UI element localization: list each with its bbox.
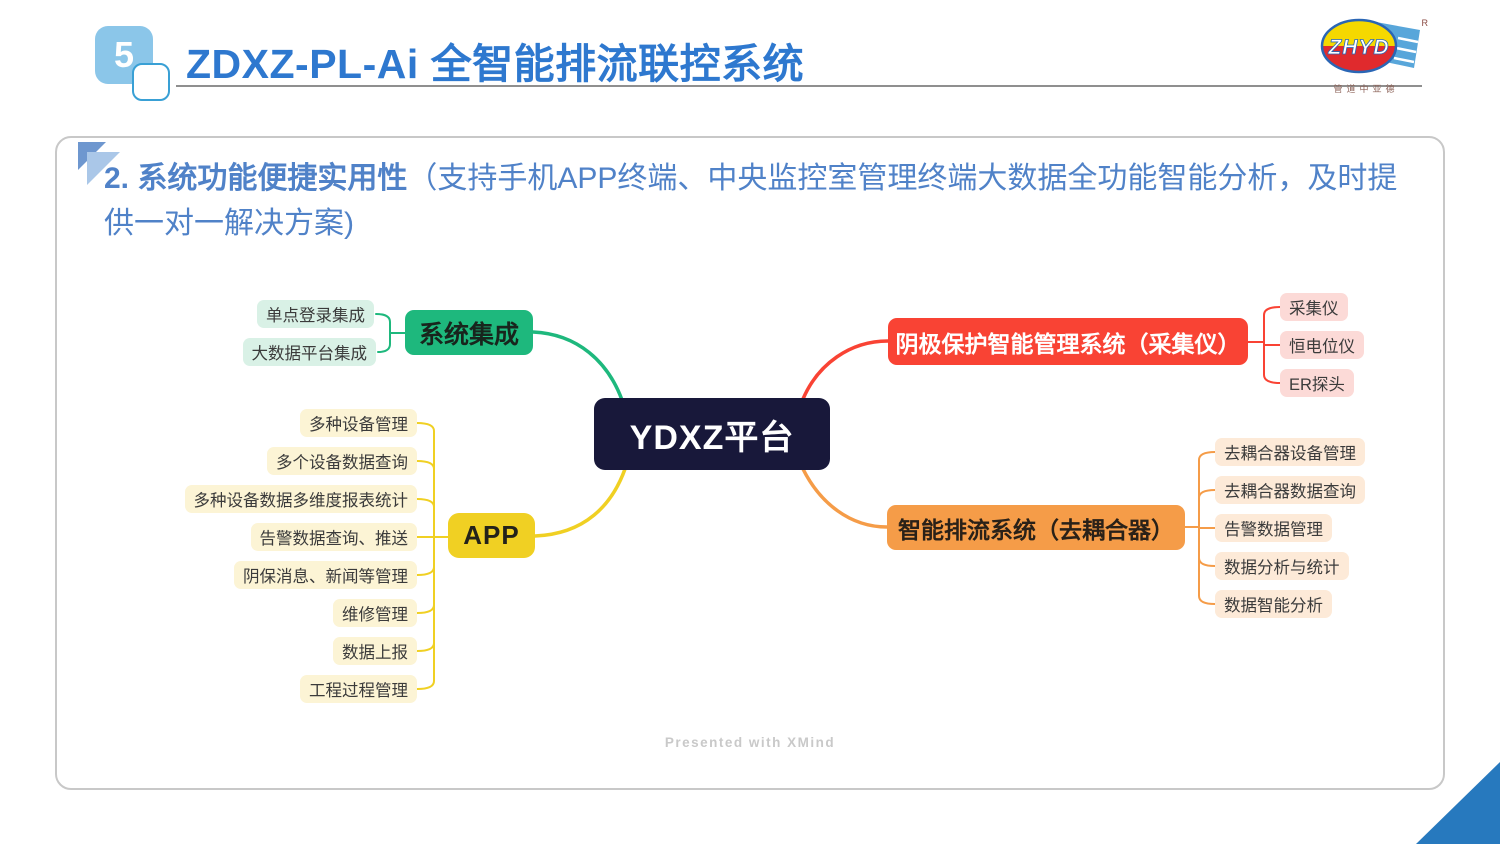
leaf-node: 去耦合器数据查询: [1215, 476, 1365, 504]
header-divider: [176, 85, 1422, 87]
mindmap-center-node: YDXZ平台: [594, 398, 830, 470]
logo-subtext: 管道中亚德: [1333, 84, 1399, 94]
leaf-node: 大数据平台集成: [242, 338, 376, 366]
decor-square: [132, 63, 170, 101]
leaf-node: ER探头: [1280, 369, 1354, 397]
leaf-node: 单点登录集成: [257, 300, 374, 328]
leaf-node: 告警数据管理: [1215, 514, 1332, 542]
leaf-node: 多个设备数据查询: [267, 447, 417, 475]
slide-number-badge: 5: [95, 26, 153, 84]
branch-system-integration: 系统集成: [405, 310, 533, 355]
xmind-watermark: Presented with XMind: [664, 735, 836, 750]
section-heading-rest: （支持手机APP终端、中央监控室管理终端大数据全功能智能分析，及时提供一对一解决…: [104, 162, 1398, 240]
leaf-node: 数据分析与统计: [1215, 552, 1349, 580]
svg-text:R: R: [1422, 18, 1429, 28]
branch-smart-drainage: 智能排流系统（去耦合器）: [887, 505, 1185, 550]
page-title: ZDXZ-PL-Ai 全智能排流联控系统: [186, 41, 805, 87]
section-heading: 2. 系统功能便捷实用性（支持手机APP终端、中央监控室管理终端大数据全功能智能…: [104, 156, 1404, 246]
leaf-node: 维修管理: [333, 599, 417, 627]
leaf-node: 恒电位仪: [1280, 331, 1364, 359]
leaf-node: 多种设备数据多维度报表统计: [184, 485, 417, 513]
branch-cathodic-protection: 阴极保护智能管理系统（采集仪）: [888, 318, 1248, 365]
company-logo: ZHYD R 管道中亚德: [1318, 16, 1430, 96]
zhyd-logo-icon: ZHYD R: [1320, 18, 1429, 74]
branch-app: APP: [448, 513, 535, 558]
leaf-node: 工程过程管理: [300, 675, 417, 703]
leaf-node: 阴保消息、新闻等管理: [234, 561, 417, 589]
leaf-node: 去耦合器设备管理: [1215, 438, 1365, 466]
leaf-node: 告警数据查询、推送: [250, 523, 417, 551]
leaf-node: 数据上报: [333, 637, 417, 665]
leaf-node: 数据智能分析: [1215, 590, 1332, 618]
flag-decor-icon: [78, 142, 120, 185]
svg-text:ZHYD: ZHYD: [1327, 36, 1389, 59]
section-heading-bold: 2. 系统功能便捷实用性: [104, 162, 408, 195]
leaf-node: 采集仪: [1280, 293, 1348, 321]
leaf-node: 多种设备管理: [300, 409, 417, 437]
